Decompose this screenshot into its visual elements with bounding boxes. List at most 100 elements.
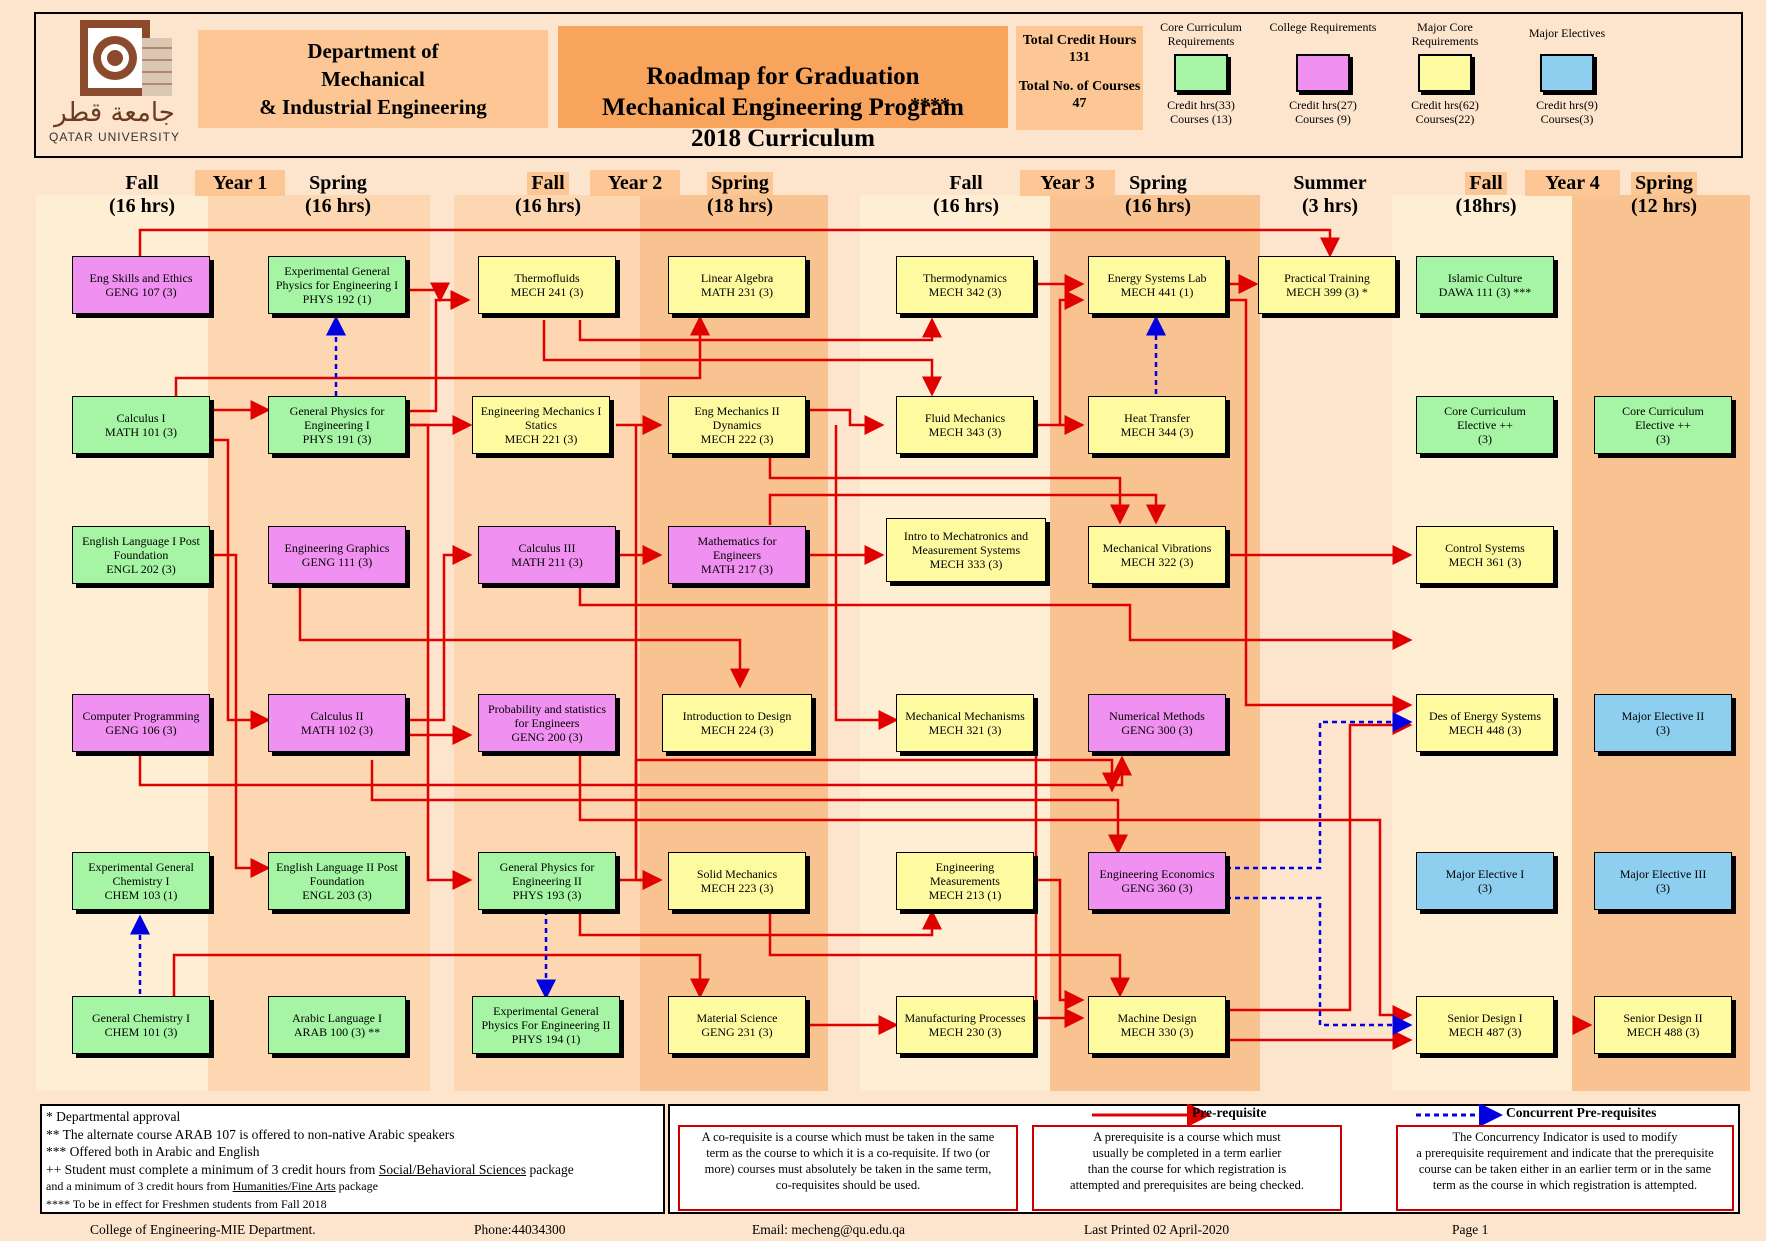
footnote-5-link: Humanities/Fine Arts [232, 1179, 336, 1193]
legend-college-swatch [1296, 54, 1350, 92]
course-mech487[interactable]: Senior Design I MECH 487 (3) [1416, 996, 1554, 1054]
course-engl202[interactable]: English Language I Post Foundation ENGL … [72, 526, 210, 584]
footnotes-panel: * Departmental approval ** The alternate… [40, 1104, 665, 1214]
legend-core-label: Core Curriculum Requirements [1160, 20, 1242, 48]
year-2-label: Year 2 [590, 170, 680, 196]
term-name: Spring [707, 172, 773, 195]
course-major-elective-3[interactable]: Major Elective III (3) [1594, 852, 1732, 910]
course-phys193[interactable]: General Physics for Engineering II PHYS … [478, 852, 616, 910]
term-name: Spring [309, 172, 367, 194]
course-major-elective-2[interactable]: Major Elective II (3) [1594, 694, 1732, 752]
course-mech448[interactable]: Des of Energy Systems MECH 448 (3) [1416, 694, 1554, 752]
coreq-definition: A co-requisite is a course which must be… [678, 1125, 1018, 1211]
course-mech322[interactable]: Mechanical Vibrations MECH 322 (3) [1088, 526, 1226, 584]
term-summer: Summer(3 hrs) [1280, 172, 1380, 218]
term-hrs: (16 hrs) [514, 195, 582, 217]
title-stars: **** [910, 94, 950, 116]
course-geng107[interactable]: Eng Skills and Ethics GENG 107 (3) [72, 256, 210, 314]
course-mech333[interactable]: Intro to Mechatronics and Measurement Sy… [886, 518, 1046, 582]
course-mech241[interactable]: Thermofluids MECH 241 (3) [478, 256, 616, 314]
credit-summary: Total Credit Hours 131 Total No. of Cour… [1016, 26, 1143, 130]
footnote-2: ** The alternate course ARAB 107 is offe… [46, 1126, 455, 1142]
course-major-elective-1[interactable]: Major Elective I (3) [1416, 852, 1554, 910]
term-hrs: (16 hrs) [1124, 195, 1192, 217]
footnote-5: and a minimum of 3 credit hours from Hum… [46, 1178, 659, 1196]
concurrent-definition: The Concurrency Indicator is used to mod… [1396, 1125, 1734, 1211]
prereq-legend-label: Pre-requisite [1192, 1105, 1267, 1120]
term-name: Fall [527, 172, 569, 195]
term-hrs: (12 hrs) [1630, 195, 1698, 217]
course-phys191[interactable]: General Physics for Engineering I PHYS 1… [268, 396, 406, 454]
legend-major-credit: Credit hrs(62) [1411, 98, 1479, 112]
footer-page: Page 1 [1452, 1222, 1489, 1237]
year2-spring-column [640, 195, 828, 1091]
course-geng200[interactable]: Probability and statistics for Engineers… [478, 694, 616, 752]
prereq-definition: A prerequisite is a course which must us… [1032, 1125, 1342, 1211]
course-geng360[interactable]: Engineering Economics GENG 360 (3) [1088, 852, 1226, 910]
course-mech488[interactable]: Senior Design II MECH 488 (3) [1594, 996, 1732, 1054]
course-engl203[interactable]: English Language II Post Foundation ENGL… [268, 852, 406, 910]
footnote-4-suffix: package [526, 1161, 574, 1177]
course-mech223[interactable]: Solid Mechanics MECH 223 (3) [668, 852, 806, 910]
legend-core-courses: Courses (13) [1170, 112, 1232, 126]
course-core-elective-1[interactable]: Core Curriculum Elective ++ (3) [1416, 396, 1554, 454]
course-mech213[interactable]: Engineering Measurements MECH 213 (1) [896, 852, 1034, 910]
course-mech224[interactable]: Introduction to Design MECH 224 (3) [662, 694, 812, 752]
course-dawa111[interactable]: Islamic Culture DAWA 111 (3) *** [1416, 256, 1554, 314]
term-y3-fall: Fall(16 hrs) [916, 172, 1016, 218]
course-mech342[interactable]: Thermodynamics MECH 342 (3) [896, 256, 1034, 314]
course-mech343[interactable]: Fluid Mechanics MECH 343 (3) [896, 396, 1034, 454]
course-chem103[interactable]: Experimental General Chemistry I CHEM 10… [72, 852, 210, 910]
term-name: Fall [1465, 172, 1507, 195]
legend-elective: Major Electives Credit hrs(9) Courses(3) [1512, 20, 1622, 126]
total-credit-label: Total Credit Hours [1022, 33, 1137, 48]
legend-major: Major Core Requirements Credit hrs(62) C… [1390, 20, 1500, 126]
course-mech221[interactable]: Engineering Mechanics I Statics MECH 221… [472, 396, 610, 454]
course-math102[interactable]: Calculus II MATH 102 (3) [268, 694, 406, 752]
concurrent-legend-label: Concurrent Pre-requisites [1506, 1105, 1657, 1120]
logo-text: QATAR UNIVERSITY [49, 130, 180, 144]
term-hrs: (3 hrs) [1301, 195, 1359, 217]
term-name: Summer [1293, 172, 1367, 194]
course-geng111[interactable]: Engineering Graphics GENG 111 (3) [268, 526, 406, 584]
footer-phone: Phone:44034300 [474, 1222, 566, 1237]
total-courses-value: 47 [1072, 96, 1087, 111]
logo-arabic-text: جامعة قطر [54, 98, 175, 128]
course-mech344[interactable]: Heat Transfer MECH 344 (3) [1088, 396, 1226, 454]
course-arab100[interactable]: Arabic Language I ARAB 100 (3) ** [268, 996, 406, 1054]
footnote-3: *** Offered both in Arabic and English [46, 1144, 260, 1159]
course-mech441[interactable]: Energy Systems Lab MECH 441 (1) [1088, 256, 1226, 314]
course-mech399[interactable]: Practical Training MECH 399 (3) * [1258, 256, 1396, 314]
course-geng231[interactable]: Material Science GENG 231 (3) [668, 996, 806, 1054]
course-mech222[interactable]: Eng Mechanics II Dynamics MECH 222 (3) [668, 396, 806, 454]
footnote-4-text: ++ Student must complete a minimum of 3 … [46, 1161, 379, 1177]
term-y2-spring: Spring(18 hrs) [690, 172, 790, 218]
legend-elective-swatch [1540, 54, 1594, 92]
course-mech321[interactable]: Mechanical Mechanisms MECH 321 (3) [896, 694, 1034, 752]
total-credit-value: 131 [1069, 50, 1090, 65]
year-3-label: Year 3 [1020, 170, 1115, 196]
line-legend [1092, 1104, 1503, 1126]
course-mech330[interactable]: Machine Design MECH 330 (3) [1088, 996, 1226, 1054]
course-math231[interactable]: Linear Algebra MATH 231 (3) [668, 256, 806, 314]
course-geng106[interactable]: Computer Programming GENG 106 (3) [72, 694, 210, 752]
year4-fall-column [1392, 195, 1572, 1091]
course-chem101[interactable]: General Chemistry I CHEM 101 (3) [72, 996, 210, 1054]
footer-college: College of Engineering-MIE Department. [90, 1222, 316, 1237]
course-phys194[interactable]: Experimental General Physics For Enginee… [472, 996, 620, 1054]
term-y4-spring: Spring(12 hrs) [1614, 172, 1714, 218]
term-hrs: (18 hrs) [706, 195, 774, 217]
year1-fall-column [36, 195, 208, 1091]
qu-logo: جامعة قطر QATAR UNIVERSITY [42, 18, 187, 148]
year-4-label: Year 4 [1525, 170, 1620, 196]
course-math211[interactable]: Calculus III MATH 211 (3) [478, 526, 616, 584]
course-math101[interactable]: Calculus I MATH 101 (3) [72, 396, 210, 454]
course-geng300[interactable]: Numerical Methods GENG 300 (3) [1088, 694, 1226, 752]
course-mech361[interactable]: Control Systems MECH 361 (3) [1416, 526, 1554, 584]
course-core-elective-2[interactable]: Core Curriculum Elective ++ (3) [1594, 396, 1732, 454]
course-phys192[interactable]: Experimental General Physics for Enginee… [268, 256, 406, 314]
course-math217[interactable]: Mathematics for Engineers MATH 217 (3) [668, 526, 806, 584]
term-name: Fall [125, 172, 159, 194]
legend-college-courses: Courses (9) [1295, 112, 1351, 126]
course-mech230[interactable]: Manufacturing Processes MECH 230 (3) [896, 996, 1034, 1054]
